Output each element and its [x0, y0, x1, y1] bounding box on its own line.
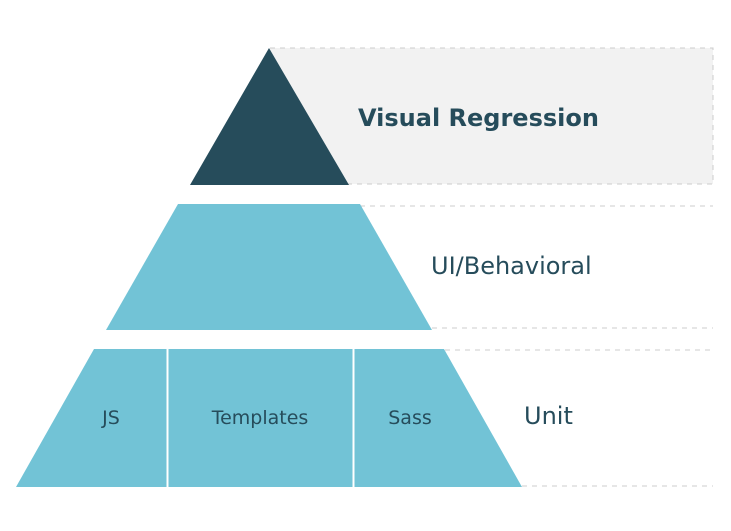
- bottom-tier-label: Unit: [524, 402, 573, 430]
- bottom-tier-trapezoid: [16, 349, 522, 487]
- guide-lines: [360, 205, 713, 487]
- top-tier-label: Visual Regression: [358, 104, 599, 132]
- segment-label-sass: Sass: [388, 407, 432, 429]
- segment-label-js: JS: [101, 407, 120, 429]
- top-tier-highlight-band: [269, 47, 714, 185]
- middle-tier-trapezoid: [106, 204, 432, 330]
- segment-label-templates: Templates: [211, 407, 309, 429]
- middle-tier-label: UI/Behavioral: [431, 252, 592, 280]
- top-tier-triangle: [190, 48, 349, 185]
